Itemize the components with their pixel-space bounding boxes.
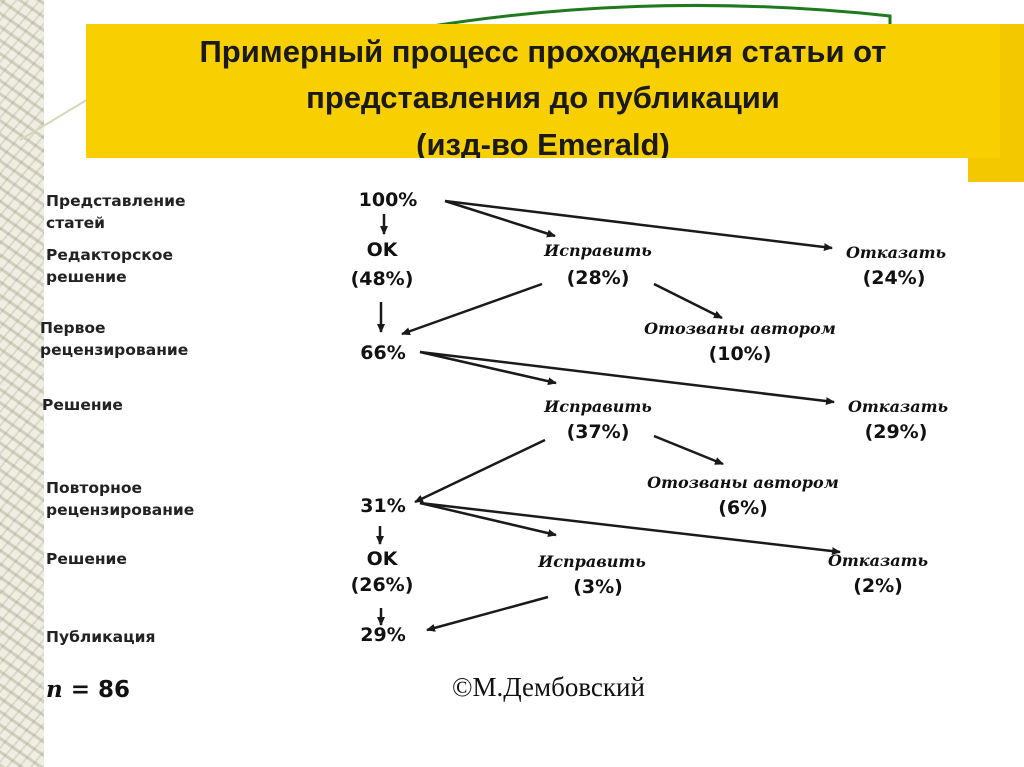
node-reject2-label: Отказать [847,397,949,416]
stage-editorial-1: Редакторское [46,246,173,264]
node-submitted: 100% [358,189,418,211]
node-withdrawn2-label: Отозваны автором [647,473,839,492]
arrow-revise2-review2 [414,438,546,504]
node-reject1-label: Отказать [845,243,947,262]
decorative-pattern [0,0,44,767]
node-ok2-label: OK [366,548,398,570]
arrow-revise1-review1 [401,282,543,336]
node-reject2-value: (29%) [864,421,928,443]
node-revise2-value: (37%) [566,421,630,443]
arrow-review1-revise2 [419,350,557,386]
node-withdrawn2-value: (6%) [718,497,768,519]
stage-publication: Публикация [46,628,156,646]
stage-submission-2: статей [46,214,105,232]
title-banner [86,24,1000,158]
node-reject3-label: Отказать [827,551,929,570]
arrow-review2-reject3 [419,501,841,556]
node-withdrawn1-label: Отозваны автором [644,319,836,338]
node-ok2-value: (26%) [350,574,414,596]
node-withdrawn1-value: (10%) [708,343,772,365]
node-review1: 66% [360,342,406,364]
title-underlay [198,158,968,180]
stage-review2-1: Повторное [46,479,143,497]
arrow-review1-reject2 [419,350,835,406]
stage-review1-1: Первое [40,319,106,337]
stage-submission-1: Представление [46,192,186,210]
node-revise3-value: (3%) [573,576,623,598]
stage-review2-2: рецензирование [46,501,195,519]
node-reject3-value: (2%) [853,575,903,597]
node-ok1-value: (48%) [350,268,414,290]
copyright: ©М.Дембовский [452,672,645,702]
arrow-revise1-withdrawn1 [653,282,723,320]
arrow-submitted-revise [444,199,556,238]
node-revise1-value: (28%) [566,267,630,289]
node-revise2-label: Исправить [544,397,652,416]
title-line-2: представления до публикации [306,80,780,115]
n-symbol: n [46,676,63,703]
stage-decision-2: Решение [46,550,127,568]
title-line-3: (изд-во Emerald) [416,127,670,162]
node-ok1-label: OK [366,239,398,261]
node-review2: 31% [360,495,406,517]
node-published: 29% [360,624,406,646]
title-line-1: Примерный процесс прохождения статьи от [199,34,887,69]
arrow-revise2-withdrawn2 [653,434,724,466]
stage-editorial-2: решение [46,268,127,286]
stage-review1-2: рецензирование [40,341,189,359]
node-revise1-label: Исправить [544,241,652,260]
arrow-revise3-published [426,595,549,632]
stage-decision-1: Решение [42,396,123,414]
arrow-submitted-reject [444,199,833,252]
arrow-review2-revise3 [419,501,557,538]
node-reject1-value: (24%) [862,267,926,289]
sample-size: n = 86 [46,676,130,703]
n-value: = 86 [70,677,131,703]
node-revise3-label: Исправить [538,552,646,571]
decorative-arc [419,3,892,30]
